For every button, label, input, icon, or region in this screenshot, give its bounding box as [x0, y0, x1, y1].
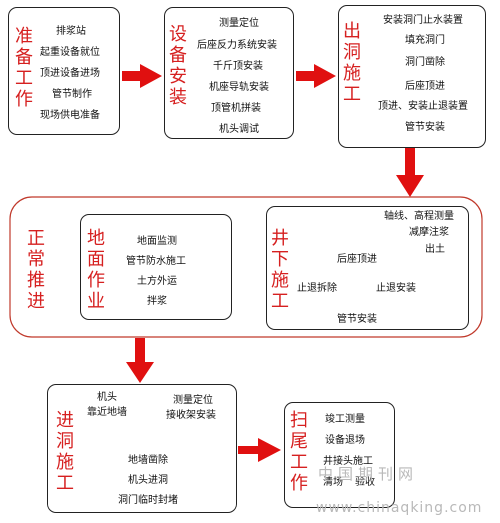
stage-finish-title: 扫尾工作 [290, 410, 308, 494]
install-item: 顶管机拼装 [211, 103, 261, 114]
enter-item: 接收架安装 [166, 410, 216, 421]
stage-finish-box [284, 402, 395, 508]
ground-work-box [80, 214, 232, 320]
install-item: 机头调试 [219, 124, 259, 135]
enter-item: 测量定位 [173, 395, 213, 406]
arrow-prep-to-install [122, 64, 162, 88]
stage-install-box [164, 7, 294, 139]
finish-item: 井接头施工 [323, 456, 373, 467]
well-item: 管节安装 [337, 314, 377, 325]
stage-prep-box [8, 7, 120, 135]
prep-item: 排浆站 [56, 26, 86, 37]
well-item: 止退安装 [376, 283, 416, 294]
finish-item: 设备退场 [325, 435, 365, 446]
stage-install-title: 设备安装 [169, 24, 187, 108]
enter-item: 地墙凿除 [128, 455, 168, 466]
watermark-url: www.chinaqking.com [316, 500, 483, 516]
enter-item: 洞门临时封堵 [118, 495, 178, 506]
well-item: 止退拆除 [297, 283, 337, 294]
stage-enter-box [47, 384, 237, 513]
ground-item: 地面监测 [137, 236, 177, 247]
prep-item: 顶进设备进场 [40, 68, 100, 79]
arrow-normal-to-enter [126, 338, 154, 383]
prep-item: 起重设备就位 [40, 47, 100, 58]
install-item: 测量定位 [219, 18, 259, 29]
arrow-enter-to-finish [238, 438, 281, 462]
finish-item: 竣工测量 [325, 414, 365, 425]
ground-item: 管节防水施工 [126, 256, 186, 267]
well-item: 减摩注浆 [409, 227, 449, 238]
finish-item: 清场 [323, 477, 343, 488]
well-work-title: 井下施工 [271, 228, 289, 312]
install-item: 机座导轨安装 [209, 82, 269, 93]
ground-work-title: 地面作业 [87, 228, 105, 312]
exit-item: 顶进、安装止退装置 [378, 101, 468, 112]
stage-normal-title: 正常推进 [27, 228, 45, 312]
exit-item: 填充洞门 [405, 35, 445, 46]
finish-item: 验收 [355, 477, 375, 488]
exit-item: 后座顶进 [405, 81, 445, 92]
enter-item: 机头 [97, 392, 117, 403]
well-item: 后座顶进 [337, 254, 377, 265]
exit-item: 安装洞门止水装置 [383, 15, 463, 26]
enter-item: 机头进洞 [128, 475, 168, 486]
stage-enter-title: 进洞施工 [56, 410, 74, 494]
prep-item: 管节制作 [52, 89, 92, 100]
ground-item: 土方外运 [137, 276, 177, 287]
well-item: 出土 [425, 244, 445, 255]
normal-stage-frame [9, 196, 483, 338]
arrow-exit-to-normal [396, 148, 424, 197]
stage-prep-title: 准备工作 [15, 26, 33, 110]
enter-item: 靠近地墙 [87, 407, 127, 418]
watermark-cn: 中国期刊网 [318, 465, 419, 483]
prep-item: 现场供电准备 [40, 110, 100, 121]
ground-item: 拌浆 [147, 296, 167, 307]
install-item: 后座反力系统安装 [197, 40, 277, 51]
stage-exit-box [338, 5, 486, 148]
exit-item: 管节安装 [405, 122, 445, 133]
well-work-box [266, 206, 469, 330]
stage-exit-title: 出洞施工 [343, 21, 361, 105]
exit-item: 洞门凿除 [405, 57, 445, 68]
well-item: 轴线、高程测量 [384, 211, 454, 222]
install-item: 千斤顶安装 [213, 61, 263, 72]
arrow-install-to-exit [296, 64, 336, 88]
